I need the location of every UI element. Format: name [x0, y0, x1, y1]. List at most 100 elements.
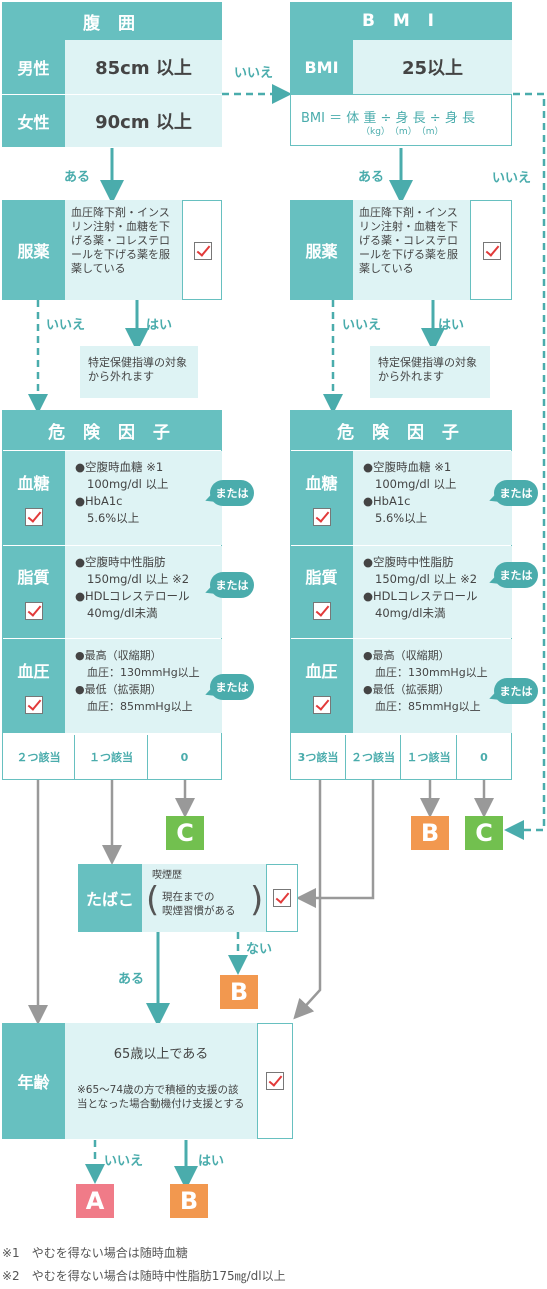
- risk-sugar-text-right: ●空腹時血糖 ※1 100mg/dl 以上 ●HbA1c 5.6%以上: [353, 451, 512, 545]
- bmi-units: （kg） （m） （m）: [361, 127, 444, 137]
- tobacco-history-label: 喫煙歴: [152, 870, 182, 881]
- label-hai-age: はい: [198, 1154, 225, 1169]
- rf-line: ●最低（拡張期）: [75, 683, 162, 696]
- female-value: 90cm 以上: [65, 95, 222, 147]
- excluded-note-left: 特定保健指導の対象から外れます: [80, 346, 198, 398]
- risk-bp-label: 血圧: [17, 662, 50, 681]
- rf-line: ●HDLコレステロール: [75, 589, 190, 603]
- rf-line: 血圧：85mmHg以上: [375, 700, 481, 713]
- label-aru-tobacco: ある: [118, 972, 145, 987]
- risk-lipid-cell-left: 脂質: [2, 546, 65, 638]
- or-bubble: または: [494, 480, 538, 506]
- age-main: 65歳以上である: [113, 1047, 209, 1062]
- grade-c-right: C: [465, 816, 503, 850]
- rf-line: ●HbA1c: [75, 494, 123, 508]
- footnote-2: ※2 やむを得ない場合は随時中性脂肪175㎎/dl以上: [2, 1269, 286, 1283]
- checkbox-icon: [24, 508, 43, 526]
- med-text-right: 血圧降下剤・インスリン注射・血糖を下げる薬・コレステロールを下げる薬を服薬してい…: [353, 200, 470, 300]
- tobacco-label: たばこ: [78, 864, 142, 932]
- risk-lipid-label: 脂質: [17, 568, 50, 587]
- age-text-cell: 65歳以上である ※65〜74歳の方で積極的支援の該当となった場合動機付け支援と…: [65, 1023, 257, 1139]
- count-right-0: 0: [457, 735, 511, 779]
- count-left-2: ２つ該当: [3, 735, 75, 779]
- checkbox-icon: [273, 889, 291, 907]
- grade-c-left: C: [166, 816, 204, 850]
- med-text-left: 血圧降下剤・インスリン注射・血糖を下げる薬・コレステロールを下げる薬を服薬してい…: [65, 200, 182, 300]
- checkbox-icon: [24, 696, 43, 714]
- arrow-bmi-iie: [504, 92, 546, 840]
- risk-lipid-text-left: ●空腹時中性脂肪 150mg/dl 以上 ※2 ●HDLコレステロール 40mg…: [65, 546, 222, 638]
- rf-line: ●最高（収縮期）: [363, 649, 450, 662]
- checkbox-icon: [24, 602, 43, 620]
- label-iie-top: いいえ: [234, 66, 274, 81]
- or-bubble: または: [210, 572, 254, 598]
- bmi-label: BMI: [290, 40, 353, 94]
- risk-lipid-cell-right: 脂質: [290, 546, 353, 638]
- footnote-1: ※1 やむを得ない場合は随時血糖: [2, 1246, 188, 1260]
- rf-line: 150mg/dl 以上 ※2: [87, 572, 190, 586]
- arrow-right-3: [293, 780, 322, 1020]
- excluded-note-right: 特定保健指導の対象から外れます: [370, 346, 490, 398]
- rf-line: ●HDLコレステロール: [363, 589, 478, 603]
- age-check-cell: [257, 1023, 293, 1139]
- rf-line: ●HbA1c: [363, 494, 411, 508]
- female-label: 女性: [2, 95, 65, 147]
- label-iie-med-right: いいえ: [342, 318, 382, 333]
- checkbox-icon: [266, 1072, 284, 1090]
- label-nai: ない: [246, 942, 273, 957]
- paren-right: ): [250, 880, 264, 920]
- tobacco-check-cell: [266, 864, 298, 932]
- med-check-cell-left: [182, 200, 222, 300]
- label-aru-right: ある: [358, 170, 385, 185]
- bmi-value: 25以上: [353, 40, 512, 94]
- rf-line: 40mg/dl未満: [375, 606, 446, 620]
- bmi-formula: BMI ＝ 体 重 ÷ 身 長 ÷ 身 長: [301, 111, 475, 126]
- male-value: 85cm 以上: [65, 40, 222, 94]
- risk-sugar-text-left: ●空腹時血糖 ※1 100mg/dl 以上 ●HbA1c 5.6%以上: [65, 451, 222, 545]
- tobacco-history-text: 現在までの 喫煙習慣がある: [162, 891, 236, 917]
- checkbox-icon: [312, 696, 331, 714]
- rf-line: ●最高（収縮期）: [75, 649, 162, 662]
- rf-line: ●空腹時血糖 ※1: [75, 460, 164, 474]
- rf-line: 150mg/dl 以上 ※2: [375, 572, 478, 586]
- risk-sugar-cell-left: 血糖: [2, 451, 65, 545]
- risk-lipid-text-right: ●空腹時中性脂肪 150mg/dl 以上 ※2 ●HDLコレステロール 40mg…: [353, 546, 512, 638]
- or-bubble: または: [494, 678, 538, 704]
- grade-b-tobacco: B: [220, 975, 258, 1009]
- rf-line: ●空腹時中性脂肪: [75, 555, 166, 569]
- label-hai-med-right: はい: [438, 318, 465, 333]
- risk-sugar-label: 血糖: [305, 474, 338, 493]
- risk-bp-text-right: ●最高（収縮期） 血圧：130mmHg以上 ●最低（拡張期） 血圧：85mmHg…: [353, 639, 512, 733]
- risk-sugar-cell-right: 血糖: [290, 451, 353, 545]
- count-right-1: １つ該当: [401, 735, 457, 779]
- risk-bp-cell-right: 血圧: [290, 639, 353, 733]
- age-label: 年齢: [2, 1023, 65, 1139]
- risk-sugar-label: 血糖: [17, 474, 50, 493]
- count-left-0: 0: [148, 735, 221, 779]
- med-label-right: 服薬: [290, 200, 353, 300]
- rf-line: 100mg/dl 以上: [375, 477, 457, 491]
- checkbox-icon: [312, 508, 331, 526]
- label-aru-left: ある: [64, 170, 91, 185]
- risk-bp-label: 血圧: [305, 662, 338, 681]
- label-iie-med-left: いいえ: [46, 318, 86, 333]
- grade-b-right: B: [411, 816, 449, 850]
- checkbox-icon: [312, 602, 331, 620]
- risk-bp-text-left: ●最高（収縮期） 血圧：130mmHg以上 ●最低（拡張期） 血圧：85mmHg…: [65, 639, 222, 733]
- checkbox-icon: [483, 242, 501, 260]
- risk-title-right: 危 険 因 子: [290, 410, 512, 450]
- checkbox-icon: [194, 242, 212, 260]
- rf-line: 100mg/dl 以上: [87, 477, 169, 491]
- rf-line: 血圧：130mmHg以上: [87, 666, 200, 679]
- or-bubble: または: [210, 674, 254, 700]
- rf-line: ●空腹時中性脂肪: [363, 555, 454, 569]
- rf-line: 血圧：130mmHg以上: [375, 666, 488, 679]
- bmi-title: B M I: [290, 2, 512, 40]
- risk-title-left: 危 険 因 子: [2, 410, 222, 450]
- rf-line: ●最低（拡張期）: [363, 683, 450, 696]
- risk-lipid-label: 脂質: [305, 568, 338, 587]
- waist-title: 腹 囲: [2, 2, 222, 40]
- or-bubble: または: [210, 480, 254, 506]
- rf-line: 血圧：85mmHg以上: [87, 700, 193, 713]
